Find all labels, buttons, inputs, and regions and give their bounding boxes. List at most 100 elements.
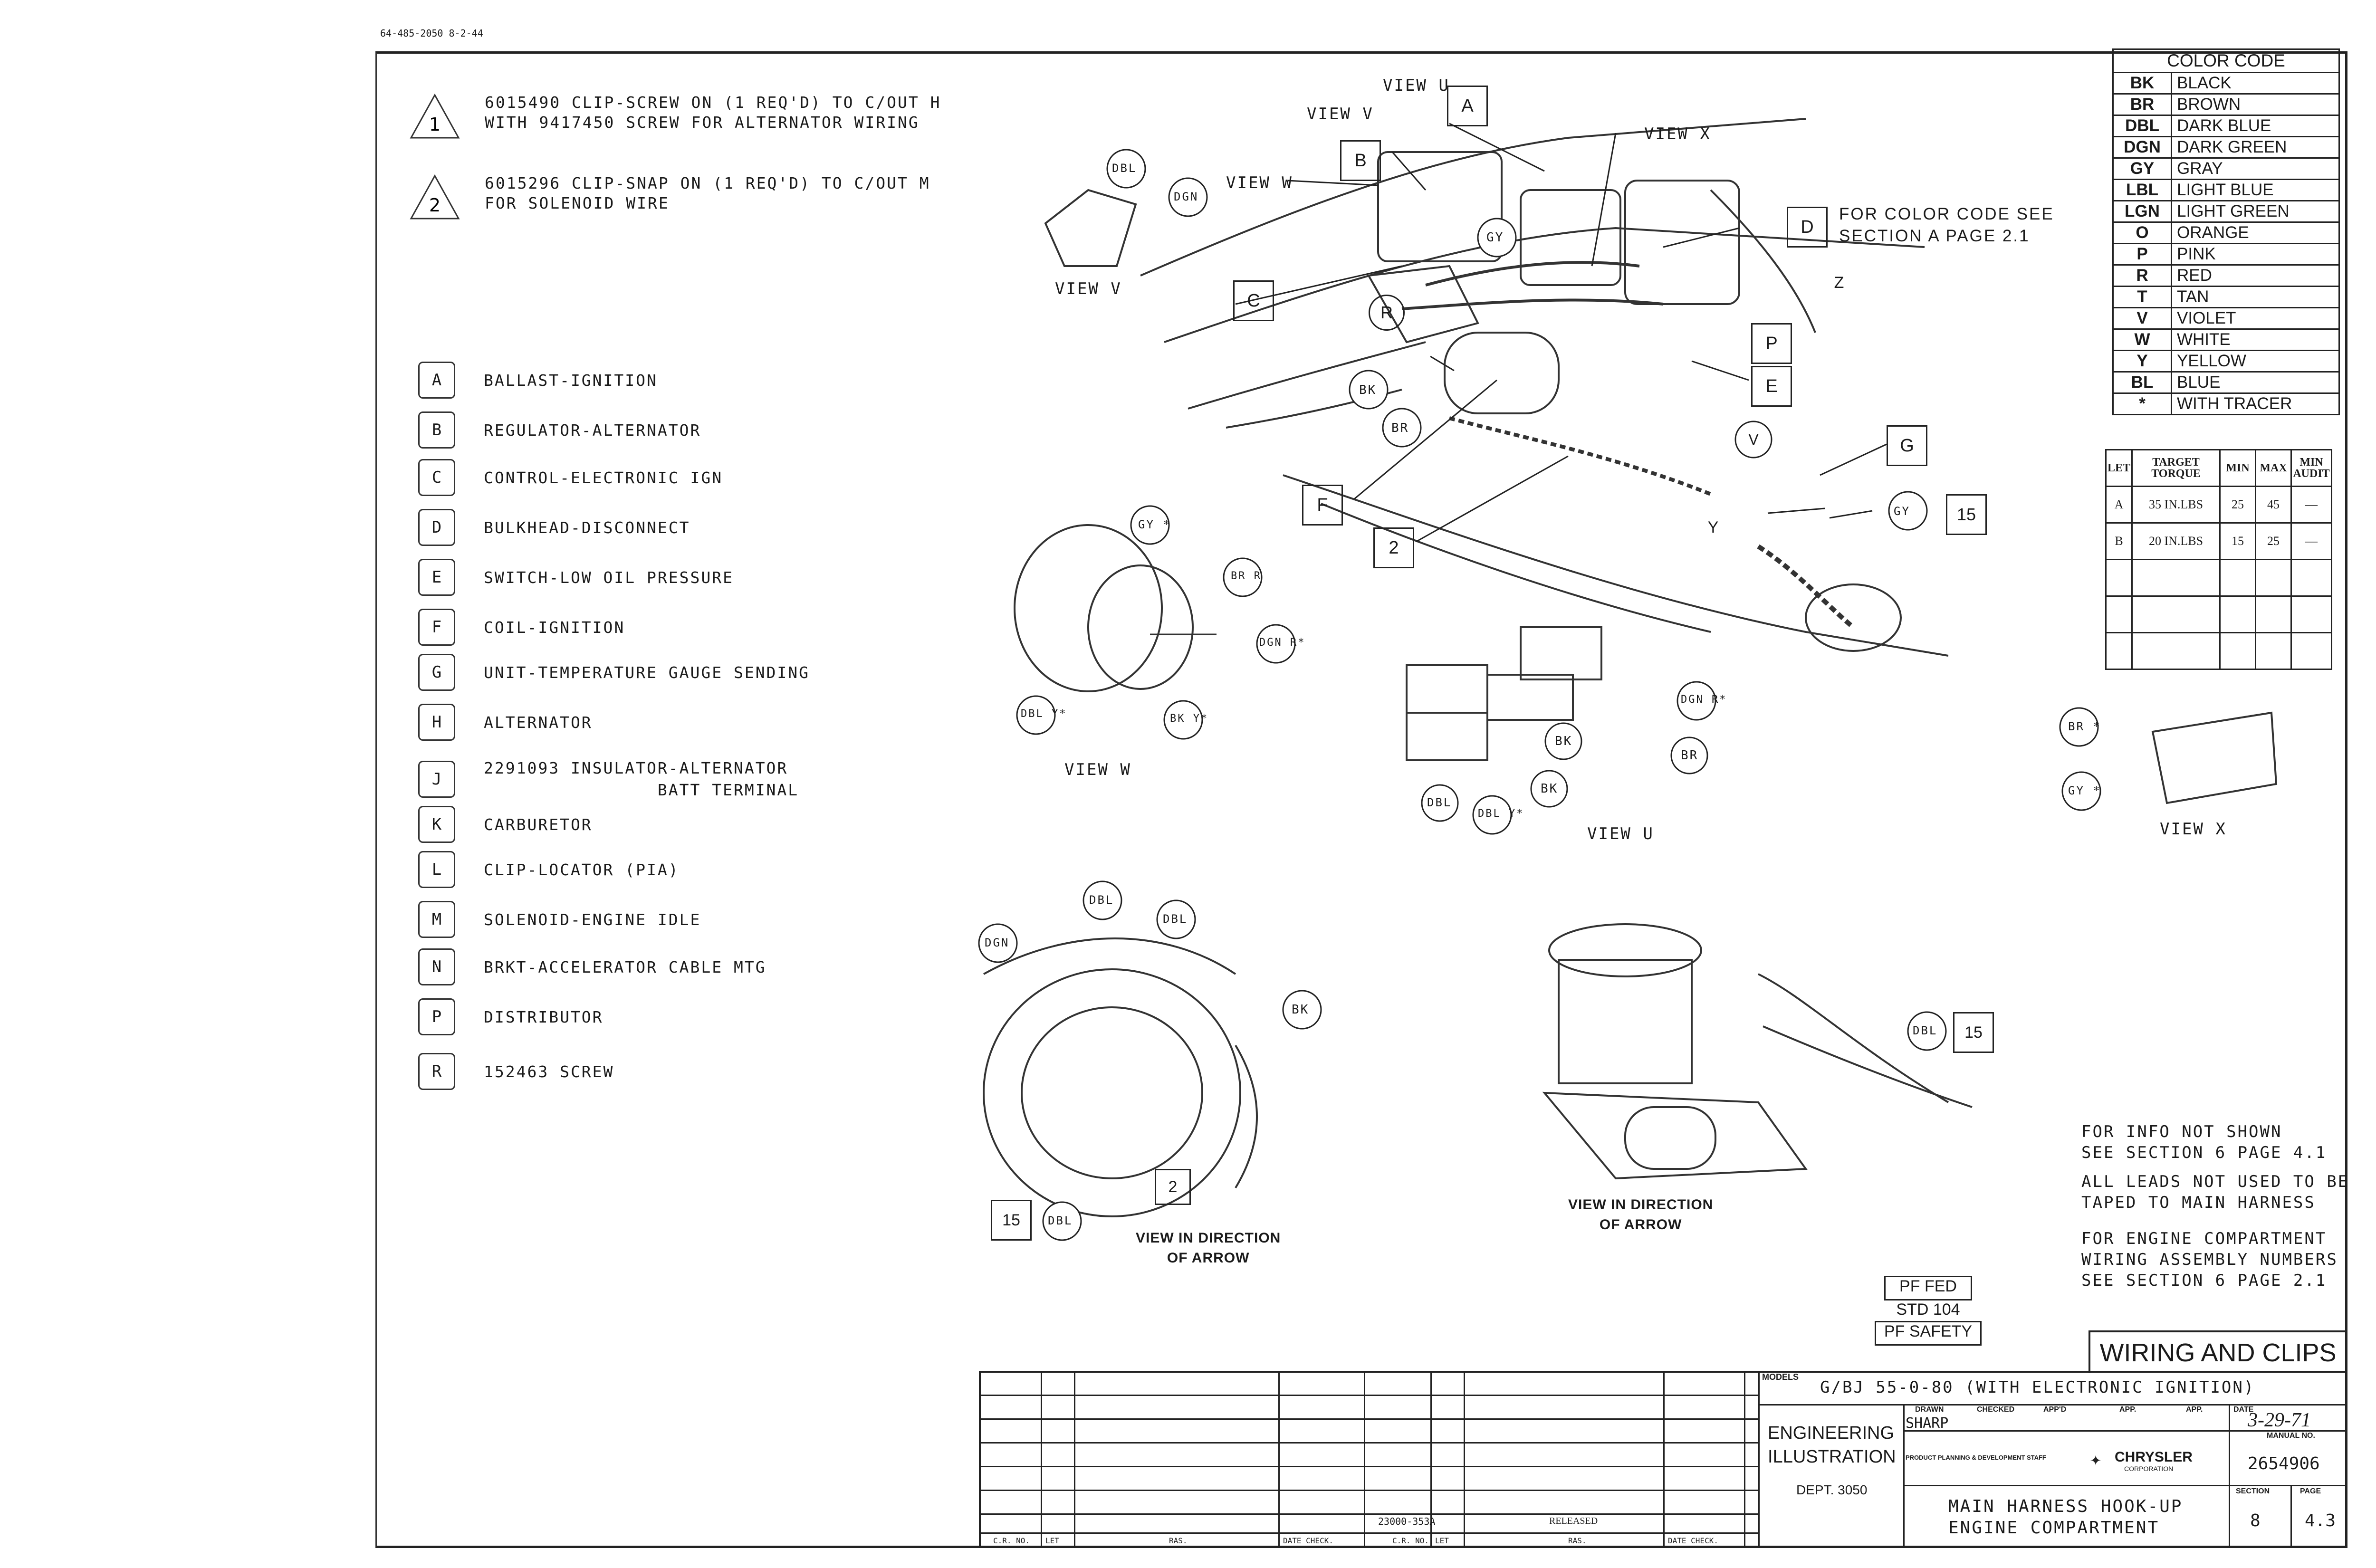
wire-callout bbox=[1677, 681, 1716, 721]
wire-label: BR bbox=[1681, 748, 1699, 763]
rev-col-header: LET bbox=[1435, 1536, 1449, 1545]
callout-y: Y bbox=[1707, 518, 1719, 536]
pf-safety-label: PF SAFETY bbox=[1875, 1321, 1982, 1346]
legend-text: CARBURETOR bbox=[484, 815, 593, 834]
pf-std-label: STD 104 bbox=[1896, 1300, 1960, 1319]
note-1-triangle-icon: 1 bbox=[409, 93, 461, 140]
rev-col-header: LET bbox=[1045, 1536, 1059, 1545]
page-label: PAGE bbox=[2300, 1487, 2321, 1495]
legend-key: P bbox=[418, 998, 455, 1035]
wire-label: DBL bbox=[1048, 1214, 1073, 1227]
subject-line-1: MAIN HARNESS HOOK-UP bbox=[1948, 1497, 2183, 1516]
wire-label: DBL Y* bbox=[1021, 708, 1067, 720]
rev-col-header: C.R. NO. bbox=[993, 1536, 1030, 1545]
legend-key: N bbox=[418, 948, 455, 985]
color-code-title: COLOR CODE bbox=[2112, 48, 2340, 73]
note-2-number: 2 bbox=[429, 195, 441, 216]
wire-callout bbox=[1083, 880, 1122, 920]
view-w-caption: VIEW W bbox=[1064, 760, 1131, 779]
callout-z: Z bbox=[1834, 273, 1844, 292]
page-value: 4.3 bbox=[2305, 1511, 2336, 1530]
brand-name: CHRYSLER bbox=[2115, 1449, 2193, 1465]
legend-key: E bbox=[418, 559, 455, 596]
table-row: *WITH TRACER bbox=[2112, 392, 2340, 415]
callout-f: F bbox=[1302, 485, 1343, 526]
direction-caption-y: VIEW IN DIRECTION OF ARROW bbox=[1136, 1230, 1281, 1266]
legend-text: ALTERNATOR bbox=[484, 713, 593, 732]
models-value: G/BJ 55-0-80 (WITH ELECTRONIC IGNITION) bbox=[1820, 1378, 2255, 1397]
legend-text: SOLENOID-ENGINE IDLE bbox=[484, 910, 701, 929]
view-u-label: VIEW U bbox=[1383, 76, 1450, 95]
wire-label: GY bbox=[1486, 230, 1504, 245]
legend-key: C bbox=[418, 459, 455, 496]
wire-label: DBL bbox=[1112, 162, 1137, 175]
legend-text: BULKHEAD-DISCONNECT bbox=[484, 518, 690, 537]
view-v-caption: VIEW V bbox=[1055, 279, 1122, 298]
legend-text: BALLAST-IGNITION bbox=[484, 371, 658, 390]
wire-callout bbox=[1168, 177, 1208, 217]
wire-label: BK bbox=[1541, 782, 1559, 796]
callout-c: C bbox=[1233, 280, 1274, 321]
callout-2-lower: 2 bbox=[1155, 1169, 1191, 1205]
wire-label: DBL bbox=[1089, 893, 1114, 907]
wire-callout bbox=[1016, 695, 1056, 735]
callout-v: V bbox=[1748, 430, 1759, 448]
wire-callout bbox=[2061, 771, 2101, 811]
wire-label: GY * bbox=[2068, 784, 2101, 797]
legend-text: BRKT-ACCELERATOR CABLE MTG bbox=[484, 957, 766, 976]
wire-callout bbox=[1477, 218, 1517, 258]
wire-callout bbox=[1544, 722, 1582, 760]
date-value: 3-29-71 bbox=[2248, 1409, 2311, 1431]
dept-line-3: DEPT. 3050 bbox=[1796, 1482, 1868, 1497]
section-label: SECTION bbox=[2236, 1487, 2270, 1495]
table-row bbox=[2105, 559, 2332, 597]
callout-r: R bbox=[1369, 295, 1405, 331]
date-label: DATE bbox=[2233, 1405, 2254, 1414]
wire-label: BR R bbox=[1231, 570, 1262, 582]
color-code-note: FOR COLOR CODE SEE SECTION A PAGE 2.1 bbox=[1839, 205, 2054, 245]
drawing-title: WIRING AND CLIPS bbox=[2089, 1330, 2347, 1373]
drawn-label: DRAWN bbox=[1915, 1405, 1944, 1414]
pf-fed-label: PF FED bbox=[1884, 1276, 1972, 1300]
legend-key: H bbox=[418, 704, 455, 741]
wire-callout bbox=[1349, 370, 1389, 410]
wire-callout bbox=[1888, 491, 1928, 531]
wire-callout bbox=[1282, 990, 1322, 1030]
subject-line-2: ENGINE COMPARTMENT bbox=[1948, 1518, 2160, 1538]
wire-label: BR * bbox=[2068, 720, 2101, 733]
wire-callout bbox=[2059, 707, 2099, 747]
callout-p: P bbox=[1751, 323, 1792, 364]
callout-g: G bbox=[1887, 425, 1927, 466]
rev-col-header: C.R. NO. bbox=[1392, 1536, 1429, 1545]
wire-label: BK Y* bbox=[1170, 713, 1209, 725]
wire-label: BK bbox=[1555, 734, 1573, 748]
callout-15-carb: 15 bbox=[1953, 1012, 1994, 1053]
info-note-3: FOR ENGINE COMPARTMENT WIRING ASSEMBLY N… bbox=[2081, 1229, 2338, 1290]
wire-label: BR bbox=[1391, 421, 1409, 435]
callout-b: B bbox=[1340, 140, 1381, 181]
wire-label: DBL bbox=[1913, 1024, 1938, 1037]
legend-key: R bbox=[418, 1053, 455, 1090]
checked-label: CHECKED bbox=[1977, 1405, 2015, 1414]
note-2-triangle-icon: 2 bbox=[409, 173, 461, 221]
